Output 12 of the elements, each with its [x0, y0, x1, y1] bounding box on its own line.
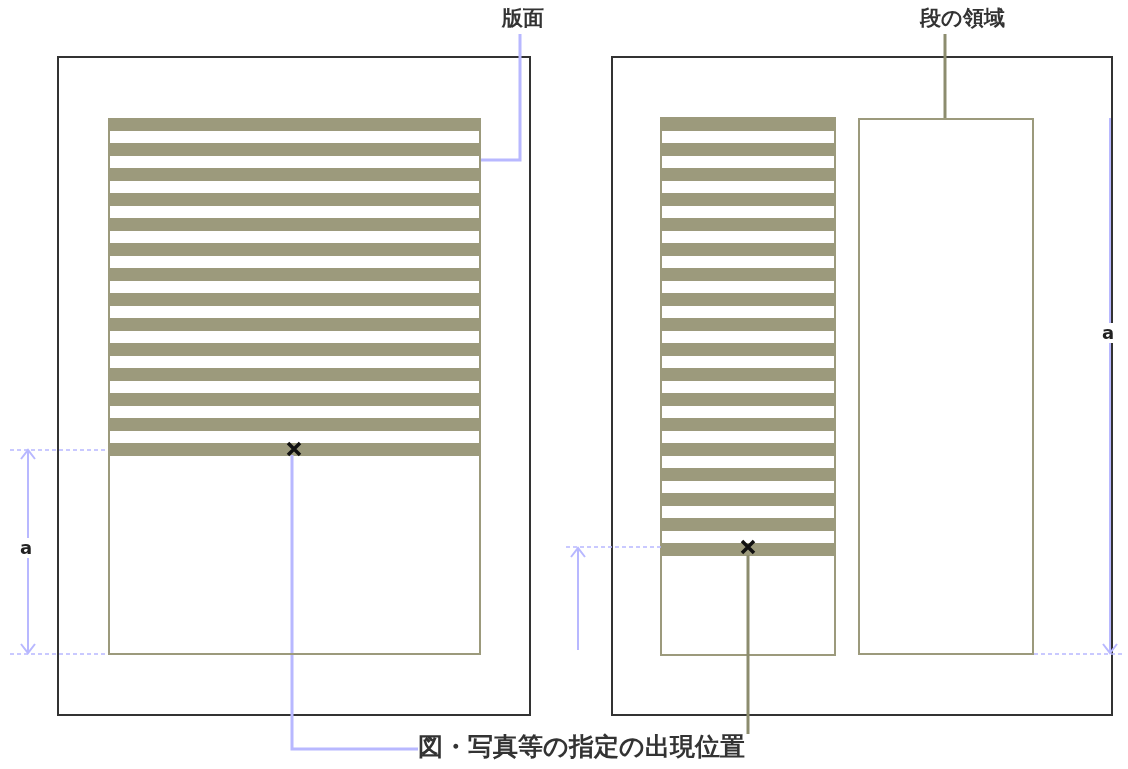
caption-text: 版面	[502, 8, 544, 34]
leader-line	[290, 455, 418, 751]
leader-line	[746, 555, 750, 734]
leader-line	[943, 34, 947, 118]
leader-line	[481, 34, 522, 162]
caption-text: 段の領域	[920, 8, 1040, 34]
position-mark-icon	[740, 539, 756, 555]
position-mark-icon	[286, 441, 302, 457]
caption-text: 図・写真等の指定の出現位置	[418, 734, 780, 764]
dimension-label: a	[20, 538, 33, 558]
dimension-label: a	[1102, 323, 1115, 343]
type-area-outline	[858, 118, 1034, 655]
